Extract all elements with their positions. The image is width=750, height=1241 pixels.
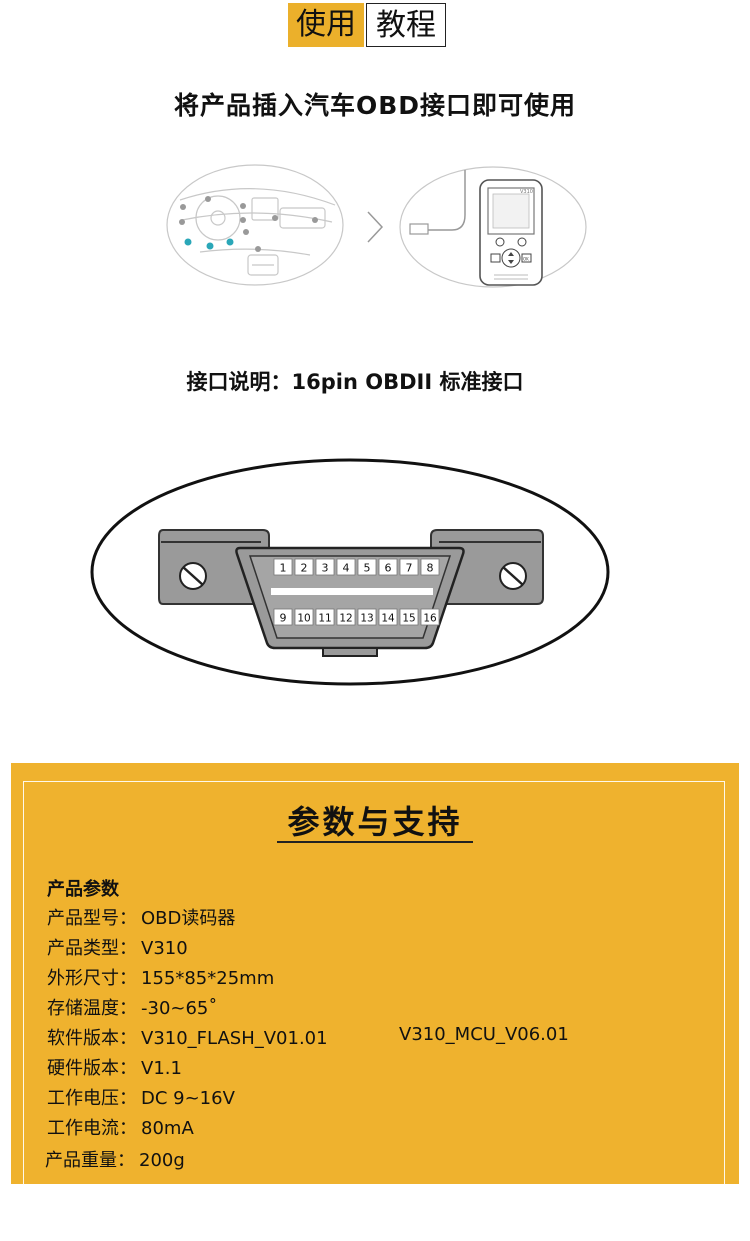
pin-box (294, 608, 314, 626)
pin-box (315, 608, 335, 626)
section-header: 使用 教程 (288, 3, 446, 47)
spec-label: 外形尺寸： (47, 968, 137, 989)
pin-number: 1 (280, 562, 287, 575)
pin-number: 13 (360, 613, 373, 625)
pin-box (294, 558, 314, 576)
spec-row: 工作电流：80mA (47, 1114, 194, 1140)
pin-box (378, 608, 398, 626)
pin-box (273, 558, 293, 576)
car-dashboard-illustration (166, 164, 344, 286)
spec-label: 产品类型： (47, 938, 137, 959)
pin-number: 7 (406, 562, 413, 575)
pin-box (420, 608, 440, 626)
spec-value: DC 9~16V (141, 1088, 235, 1109)
interface-heading: 接口说明：16pin OBDII 标准接口 (186, 370, 524, 394)
pin-box (399, 608, 419, 626)
spec-label: 工作电流： (47, 1118, 137, 1139)
header-left-label: 使用 (288, 3, 364, 47)
spec-row: 产品型号：OBD读码器 (47, 904, 235, 930)
spec-row: 工作电压：DC 9~16V (47, 1084, 235, 1110)
usage-illustration: V310 OK (166, 164, 587, 288)
spec-row: 硬件版本：V1.1 (47, 1054, 182, 1080)
pin-box (273, 608, 293, 626)
scanner-device-illustration: V310 OK (399, 166, 587, 288)
spec-value: 155*85*25mm (141, 968, 275, 989)
pin-number: 5 (364, 562, 371, 575)
arrow-right-icon (367, 211, 384, 243)
spec-label: 产品型号： (47, 908, 137, 929)
pin-number: 15 (402, 613, 415, 625)
dashboard-marker-dots (179, 196, 318, 252)
pin-box (336, 608, 356, 626)
spec-value: V310 (141, 938, 188, 959)
spec-value: V310_FLASH_V01.01 (141, 1028, 328, 1049)
spec-value-secondary: V310_MCU_V06.01 (399, 1024, 569, 1045)
spec-label: 软件版本： (47, 1028, 137, 1049)
spec-row: 产品类型：V310 (47, 934, 188, 960)
pin-number: 16 (423, 613, 437, 625)
spec-row: 软件版本：V310_FLASH_V01.01 V310_MCU_V06.01 (47, 1024, 569, 1050)
header-right-label: 教程 (366, 3, 446, 47)
pin-number: 11 (318, 613, 331, 625)
spec-value: V1.1 (141, 1058, 182, 1079)
spec-value: OBD读码器 (141, 908, 236, 929)
spec-heading: 产品参数 (47, 879, 119, 900)
spec-label: 工作电压： (47, 1088, 137, 1109)
spec-value: 200g (139, 1150, 185, 1171)
pin-number: 14 (381, 613, 395, 625)
pins-bottom-row: 9 10 11 12 13 14 15 16 (273, 608, 440, 626)
pin-separator (271, 588, 433, 595)
pin-number: 8 (427, 562, 434, 575)
pin-box (378, 558, 398, 576)
spec-value: 80mA (141, 1118, 194, 1139)
pin-number: 12 (339, 613, 352, 625)
pins-top-row: 1 2 3 4 5 6 7 8 (273, 558, 440, 576)
pin-box (420, 558, 440, 576)
params-title: 参数与支持 (287, 803, 463, 841)
obd-location-dots (184, 238, 234, 250)
spec-row: 存储温度：-30~65˚ (47, 994, 217, 1020)
device-ok-label: OK (523, 257, 529, 262)
spec-row: 外形尺寸：155*85*25mm (47, 964, 274, 990)
pin-number: 9 (280, 612, 287, 625)
pin-number: 4 (343, 562, 350, 575)
pin-box (315, 558, 335, 576)
usage-heading: 将产品插入汽车OBD接口即可使用 (173, 91, 577, 120)
pin-box (399, 558, 419, 576)
spec-label: 存储温度： (47, 998, 137, 1019)
spec-value: -30~65˚ (141, 998, 218, 1019)
spec-label: 产品重量： (45, 1150, 135, 1171)
pin-box (336, 558, 356, 576)
pin-number: 6 (385, 562, 392, 575)
spec-row: 产品重量：200g (45, 1146, 185, 1172)
spec-label: 硬件版本： (47, 1058, 137, 1079)
params-title-underline (277, 841, 473, 843)
pin-box (357, 558, 377, 576)
device-model-label: V310 (520, 189, 533, 195)
left-screw-icon (179, 562, 207, 590)
pin-number: 3 (322, 562, 329, 575)
pin-number: 10 (297, 613, 310, 625)
right-screw-icon (499, 562, 527, 590)
pin-number: 2 (301, 562, 308, 575)
pin-box (357, 608, 377, 626)
